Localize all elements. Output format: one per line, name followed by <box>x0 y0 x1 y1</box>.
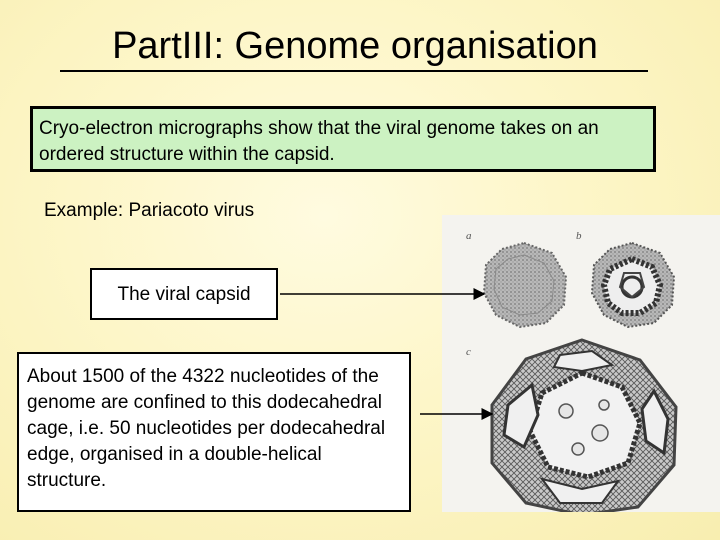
intro-textbox: Cryo-electron micrographs show that the … <box>30 106 656 172</box>
panel-label-a: a <box>466 230 472 242</box>
nucleotide-text: About 1500 of the 4322 nucleotides of th… <box>27 366 386 491</box>
capsid-label-box: The viral capsid <box>90 268 278 320</box>
micrograph-image: a b c <box>466 230 678 517</box>
panel-label-c: c <box>466 346 471 358</box>
dodecahedral-cage-image <box>490 338 678 517</box>
capsid-surface-image <box>482 241 568 329</box>
title-underline <box>60 70 648 72</box>
panel-label-b: b <box>576 230 582 242</box>
micrograph-figure: a b c <box>442 215 720 517</box>
capsid-cross-section-image <box>590 241 676 329</box>
capsid-label: The viral capsid <box>117 284 251 305</box>
intro-text: Cryo-electron micrographs show that the … <box>39 118 599 165</box>
slide-title: PartIII: Genome organisation <box>112 25 598 67</box>
nucleotide-textbox: About 1500 of the 4322 nucleotides of th… <box>17 352 411 512</box>
example-label: Example: Pariacoto virus <box>44 200 255 221</box>
